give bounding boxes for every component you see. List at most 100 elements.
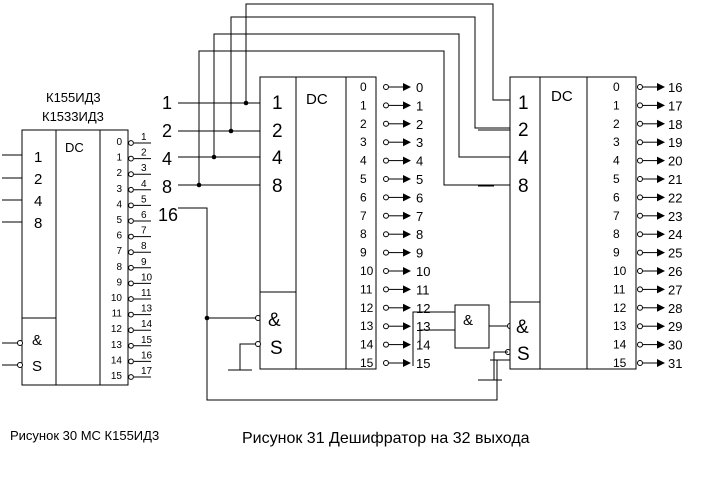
decoder-2-output-arrow bbox=[657, 322, 665, 331]
decoder-1-strobe-label: S bbox=[270, 338, 283, 359]
decoder-1-output-number: 3 bbox=[360, 135, 367, 149]
decoder-1-output-label: 2 bbox=[416, 117, 423, 132]
chip-output-bubble bbox=[128, 140, 134, 146]
decoder-1-output-label: 13 bbox=[416, 319, 430, 334]
decoder-2-output-number: 2 bbox=[613, 117, 620, 131]
decoder-1-output-arrow bbox=[403, 359, 411, 367]
chip-output-number: 13 bbox=[111, 340, 123, 351]
chip-output-bubble bbox=[128, 264, 134, 271]
decoder-1-output-arrow bbox=[403, 156, 411, 165]
decoder-1-output-arrow bbox=[403, 138, 411, 147]
decoder-1-output-bubble bbox=[383, 102, 389, 109]
chip-output-bubble bbox=[128, 296, 134, 302]
decoder-2-output-bubble bbox=[637, 249, 643, 256]
decoder-2-input-2: 2 bbox=[518, 120, 529, 141]
decoder-1-input-1: 1 bbox=[272, 93, 283, 114]
decoder-2-and-label: & bbox=[516, 317, 529, 338]
decoder-2-output-bubble bbox=[637, 341, 643, 348]
decoder-1-output-number: 9 bbox=[360, 246, 367, 260]
decoder-2-output-bubble bbox=[637, 304, 643, 311]
decoder-1-output-arrow bbox=[403, 230, 411, 239]
decoder-1-output-label: 4 bbox=[416, 154, 423, 169]
decoder-1-output-arrow bbox=[403, 267, 411, 275]
decoder-2-output-arrow bbox=[657, 83, 665, 91]
decoder-2-output-arrow bbox=[657, 248, 665, 257]
decoder-2-output-bubble bbox=[637, 212, 643, 219]
chip-label-2: К1533ИД3 bbox=[42, 109, 104, 124]
and-gate-body bbox=[454, 304, 490, 349]
chip-output-number: 3 bbox=[116, 184, 122, 195]
decoder-1-output-bubble bbox=[383, 249, 389, 256]
decoder-1-input-4: 4 bbox=[272, 148, 283, 169]
chip-output-bubble bbox=[128, 202, 134, 209]
chip-pin-number: 2 bbox=[141, 148, 147, 159]
decoder-2-output-arrow bbox=[657, 303, 665, 312]
decoder-1-output-bubble bbox=[383, 212, 389, 219]
decoder-1-input-2: 2 bbox=[272, 121, 283, 142]
decoder-1-output-number: 14 bbox=[360, 338, 374, 352]
decoder-1-output-number: 4 bbox=[360, 154, 367, 168]
decoder-2-output-label: 26 bbox=[668, 264, 682, 279]
decoder-1-output-bubble bbox=[383, 157, 389, 164]
chip-output-bubble bbox=[128, 327, 134, 334]
decoder-1-output-number: 13 bbox=[360, 319, 374, 333]
chip-output-bubble bbox=[128, 233, 134, 240]
decoder-1-output-arrow bbox=[403, 248, 411, 257]
decoder-2-output-label: 20 bbox=[668, 154, 682, 169]
chip-pin-number: 7 bbox=[141, 226, 147, 237]
decoder-2-output-number: 8 bbox=[613, 227, 620, 241]
chip-output-number: 10 bbox=[111, 293, 123, 304]
decoder-1-output-label: 11 bbox=[416, 282, 430, 297]
decoder-1-output-label: 14 bbox=[416, 338, 430, 353]
chip-pin-number: 9 bbox=[141, 257, 147, 268]
bus-input-1: 1 bbox=[162, 93, 172, 113]
decoder-1-output-number: 0 bbox=[360, 80, 367, 94]
decoder-2-output-label: 22 bbox=[668, 190, 682, 205]
chip-output-bubble bbox=[128, 249, 134, 256]
caption-figure-31: Рисунок 31 Дешифратор на 32 выхода bbox=[242, 430, 530, 447]
decoder-2-output-number: 4 bbox=[613, 154, 620, 168]
chip-pin-number: 10 bbox=[141, 272, 153, 283]
caption-figure-30: Рисунок 30 МС К155ИД3 bbox=[10, 428, 159, 443]
decoder-1-output-bubble bbox=[383, 360, 389, 366]
chip-pin-number: 17 bbox=[141, 366, 153, 377]
decoder-2-output-label: 24 bbox=[668, 227, 682, 242]
decoder-1-output-bubble bbox=[383, 84, 389, 90]
decoder-1-output-bubble bbox=[383, 341, 389, 348]
decoder-2-output-arrow bbox=[657, 285, 665, 294]
chip-output-number: 9 bbox=[116, 277, 122, 288]
decoder-2-output-number: 10 bbox=[613, 264, 627, 278]
chip-pin-number: 14 bbox=[141, 319, 153, 330]
decoder-1-body bbox=[259, 76, 377, 370]
decoder-1-output-number: 6 bbox=[360, 190, 367, 204]
chip-label-1: К155ИД3 bbox=[46, 90, 101, 105]
chip-output-number: 2 bbox=[116, 168, 122, 179]
decoder-1-output-bubble bbox=[383, 304, 389, 311]
decoder-2-output-bubble bbox=[637, 120, 643, 127]
decoder-1-output-label: 7 bbox=[416, 209, 423, 224]
decoder-1-output-arrow bbox=[403, 340, 411, 349]
bus-input-16: 16 bbox=[158, 205, 178, 225]
decoder-2-strobe-label: S bbox=[517, 344, 530, 365]
decoder-1-output-bubble bbox=[383, 323, 389, 330]
decoder-2-output-bubble bbox=[637, 84, 643, 90]
decoder-1-output-label: 12 bbox=[416, 301, 430, 316]
decoder-2-output-number: 7 bbox=[613, 209, 620, 223]
chip-output-bubble bbox=[128, 358, 134, 365]
decoder-2-input-8: 8 bbox=[518, 176, 529, 197]
chip-output-bubble bbox=[128, 342, 134, 349]
chip-output-number: 15 bbox=[111, 371, 123, 382]
decoder-2-input-1: 1 bbox=[518, 93, 529, 114]
and-gate-label: & bbox=[463, 312, 473, 329]
decoder-2-output-arrow bbox=[657, 119, 665, 128]
decoder-1-output-bubble bbox=[383, 286, 389, 293]
decoder-2-output-label: 28 bbox=[668, 301, 682, 316]
chip-output-bubble bbox=[128, 171, 134, 178]
decoder-2-output-bubble bbox=[637, 360, 643, 366]
decoder-2-output-arrow bbox=[657, 101, 665, 110]
chip-output-number: 11 bbox=[112, 309, 123, 320]
decoder-1-output-label: 0 bbox=[416, 80, 423, 95]
